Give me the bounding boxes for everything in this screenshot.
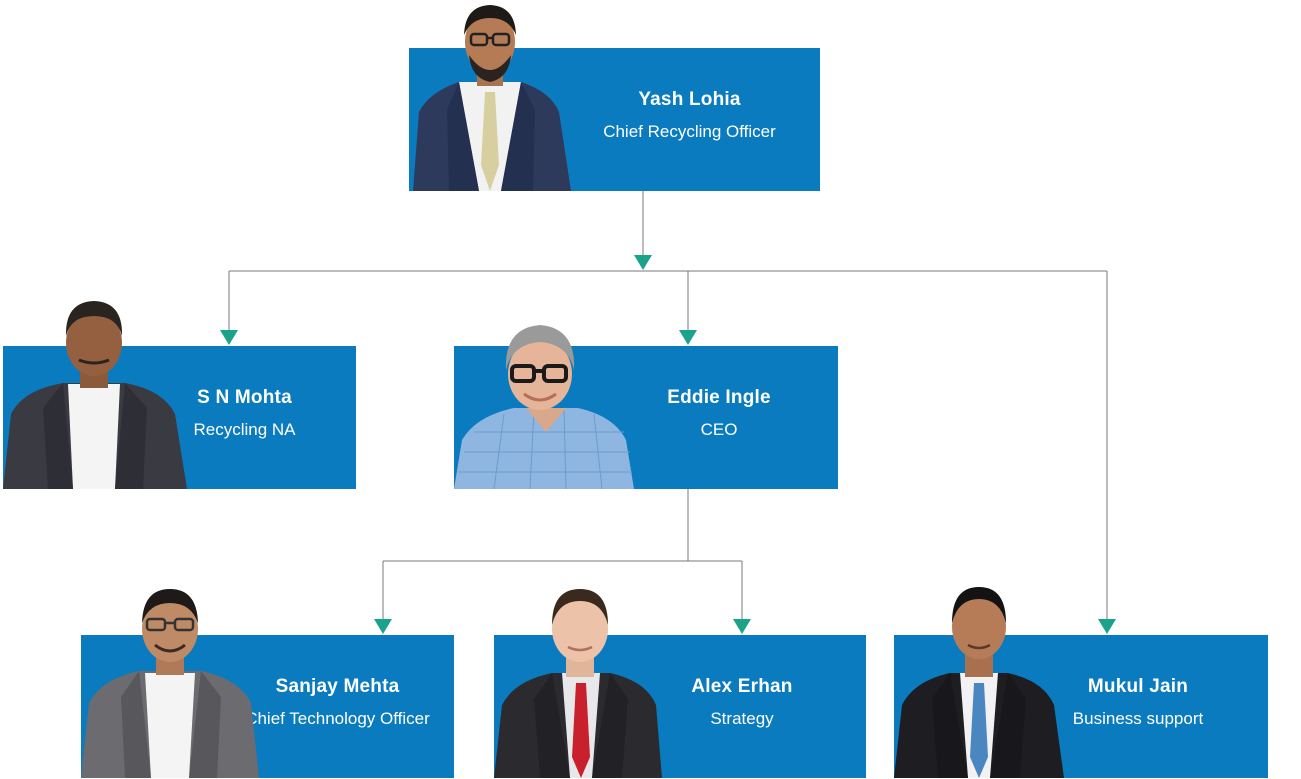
arrow-head — [634, 255, 652, 270]
person-role: Chief Recycling Officer — [603, 122, 776, 141]
person-name: Alex Erhan — [691, 676, 793, 697]
arrow-head — [679, 330, 697, 345]
person-name: Mukul Jain — [1087, 676, 1189, 697]
avatar-yash-lohia — [409, 0, 574, 191]
person-role: Business support — [1072, 709, 1204, 728]
avatar-sanjay-mehta — [81, 587, 261, 778]
avatar-mukul-jain — [894, 587, 1066, 778]
person-role: Recycling NA — [193, 420, 296, 439]
person-name: Sanjay Mehta — [275, 676, 400, 697]
person-name: S N Mohta — [197, 387, 292, 408]
arrow-head — [733, 619, 751, 634]
person-name: Eddie Ingle — [667, 387, 771, 408]
person-role: Chief Technology Officer — [245, 709, 430, 728]
arrow-head — [220, 330, 238, 345]
person-role: CEO — [700, 420, 738, 439]
arrow-head — [1098, 619, 1116, 634]
avatar-alex-erhan — [494, 587, 664, 778]
person-role: Strategy — [710, 709, 774, 728]
avatar-sn-mohta — [3, 298, 188, 489]
arrow-head — [374, 619, 392, 634]
person-name: Yash Lohia — [638, 89, 741, 110]
avatar-eddie-ingle — [454, 322, 636, 490]
